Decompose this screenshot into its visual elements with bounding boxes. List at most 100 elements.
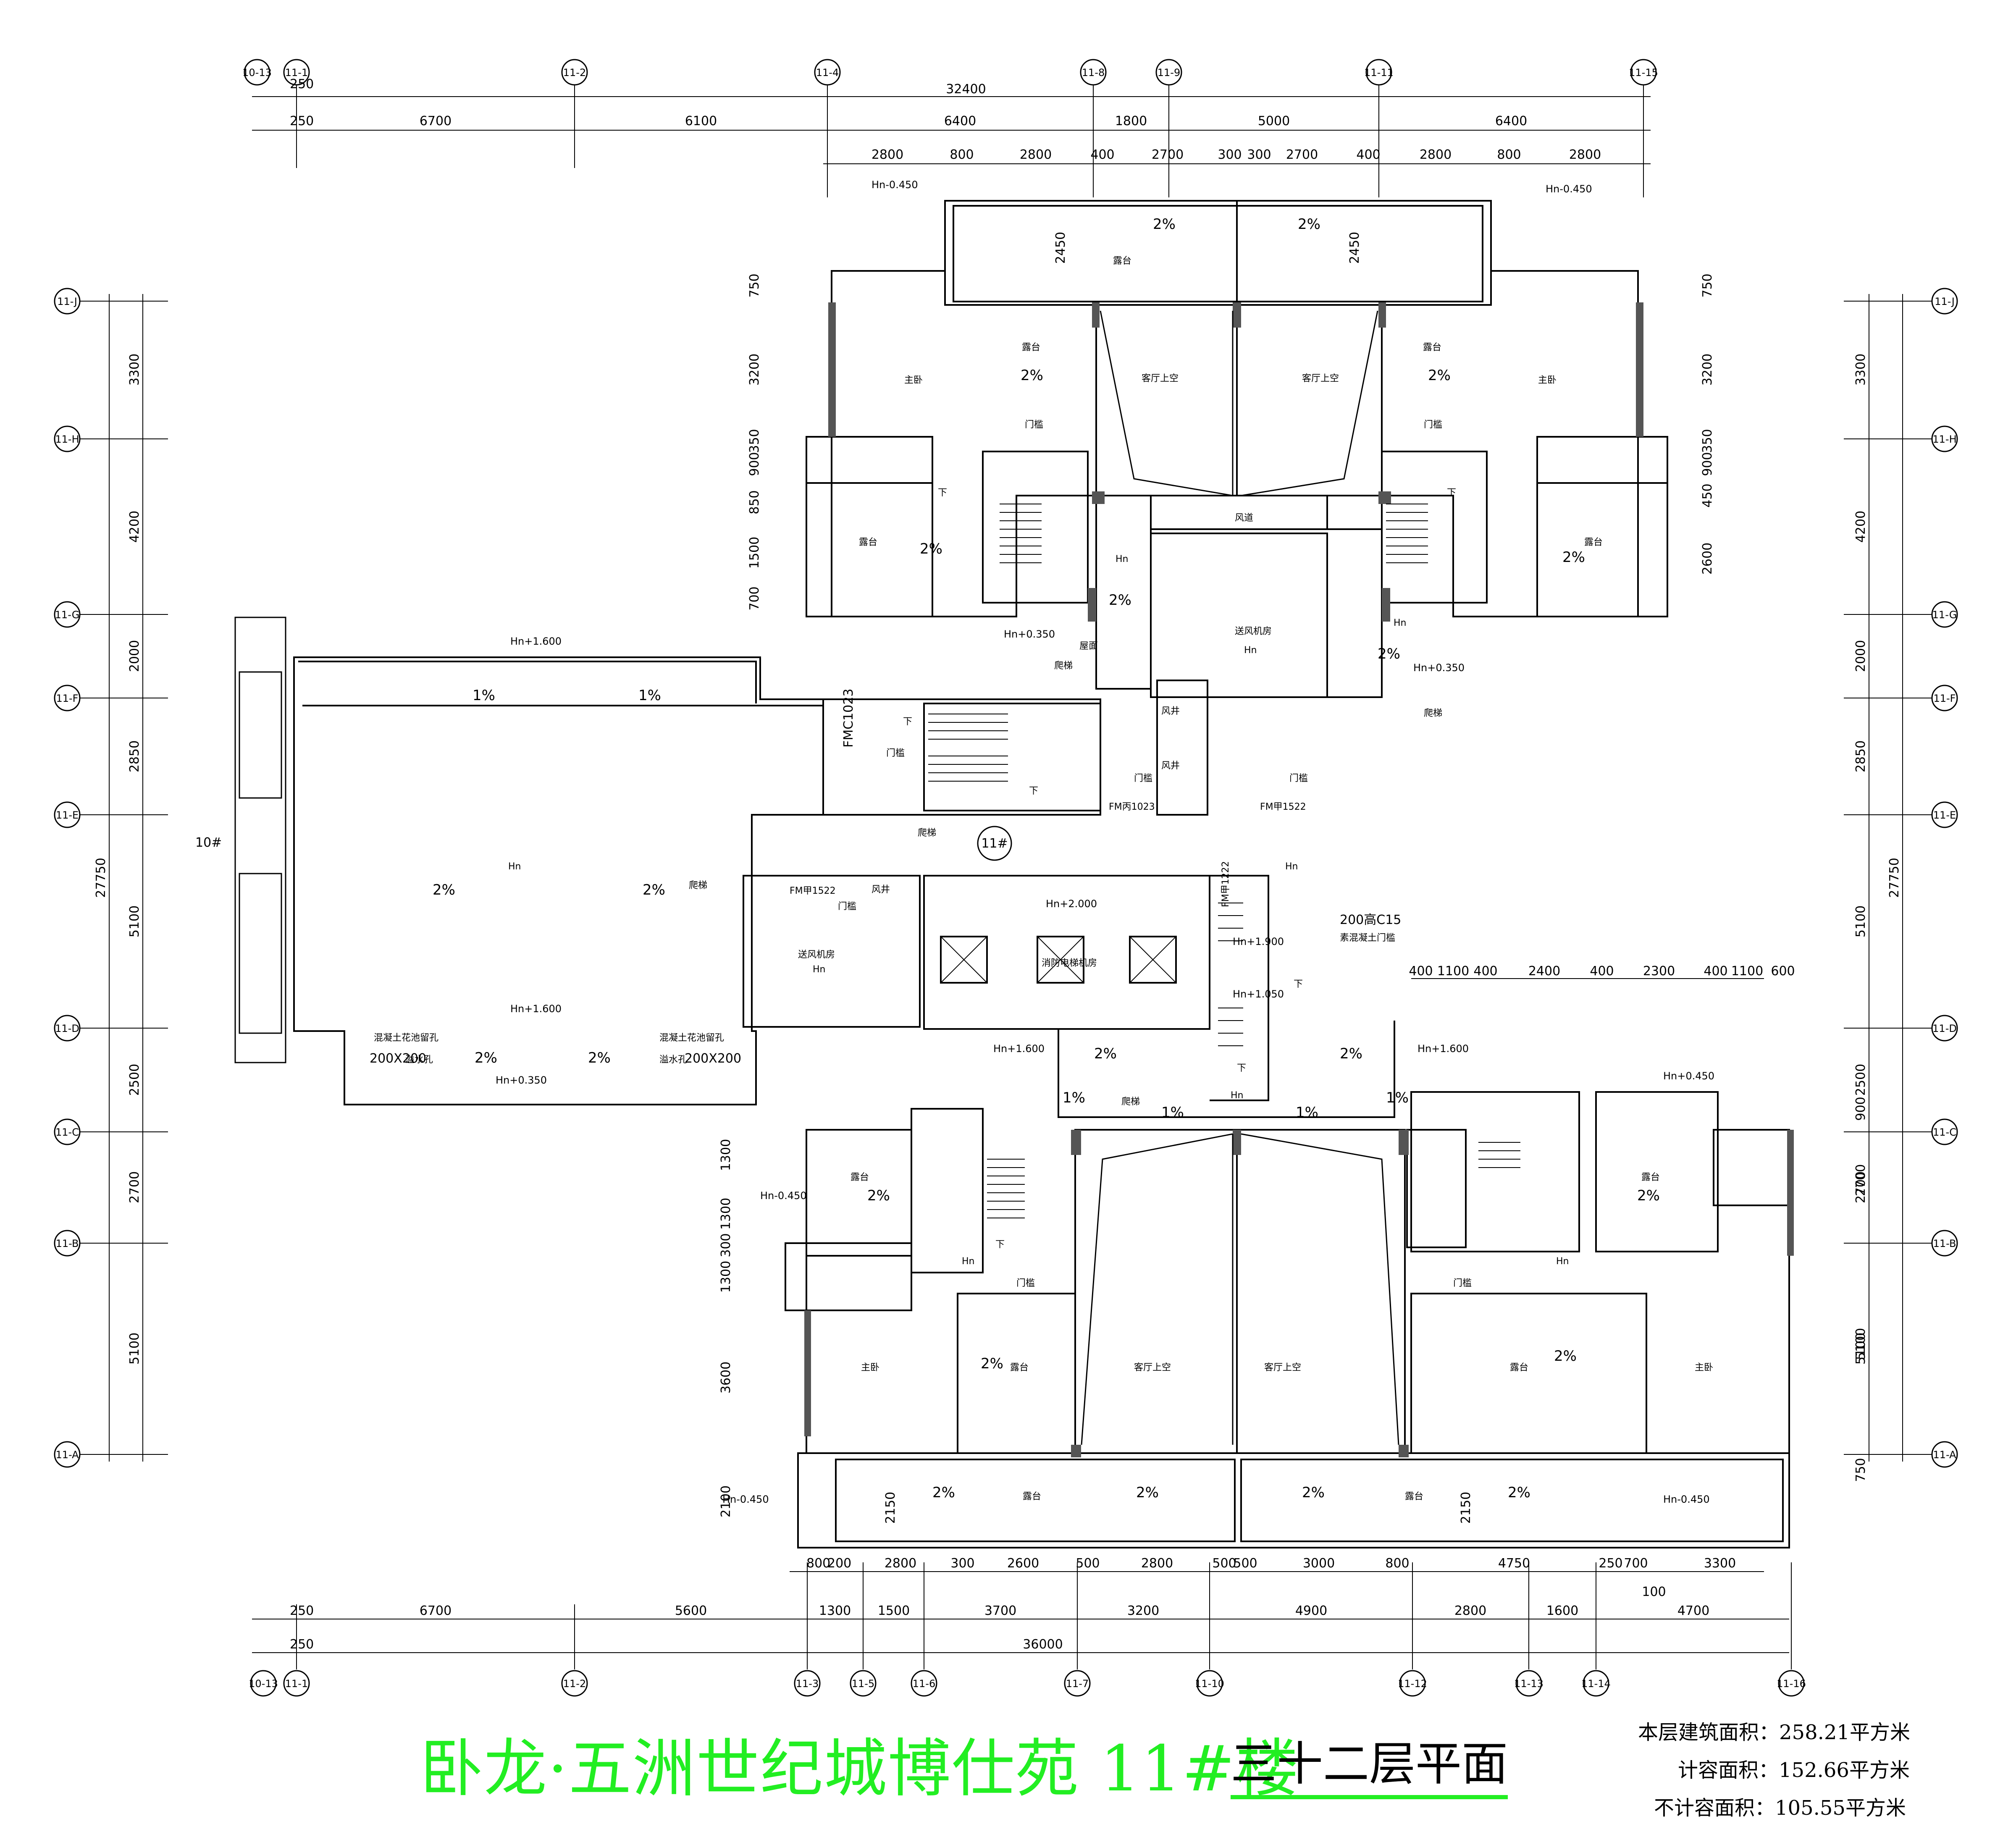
- svg-text:100: 100: [1642, 1585, 1666, 1599]
- svg-text:Hn-0.450: Hn-0.450: [872, 179, 918, 191]
- svg-text:750: 750: [747, 273, 762, 297]
- svg-text:2%: 2%: [1378, 646, 1400, 662]
- lower-columns: [804, 1130, 1794, 1457]
- axis-bubble-left-f: 11-F: [54, 685, 81, 711]
- svg-text:850: 850: [747, 490, 762, 514]
- axis-bubble-top-114: 11-4: [814, 59, 841, 86]
- svg-text:客厅上空: 客厅上空: [1264, 1362, 1301, 1373]
- svg-text:露台: 露台: [1022, 342, 1040, 353]
- svg-text:2800: 2800: [885, 1556, 916, 1571]
- svg-text:11-2: 11-2: [563, 1678, 586, 1690]
- svg-text:11-1: 11-1: [285, 67, 308, 79]
- svg-text:6400: 6400: [1495, 114, 1527, 129]
- svg-text:200X200: 200X200: [370, 1051, 426, 1066]
- svg-text:露台: 露台: [1510, 1362, 1528, 1373]
- svg-text:2850: 2850: [1853, 740, 1868, 772]
- axis-bubble-bottom-1110: 11-10: [1195, 1670, 1224, 1697]
- svg-text:爬梯: 爬梯: [1121, 1097, 1140, 1107]
- core-stairs: [928, 714, 1243, 1046]
- svg-text:Hn+0.450: Hn+0.450: [1663, 1070, 1714, 1082]
- svg-text:4900: 4900: [1295, 1604, 1327, 1618]
- axis-bubble-top-1013: 10-13: [242, 59, 272, 86]
- svg-text:6400: 6400: [944, 114, 976, 129]
- svg-text:2800: 2800: [1141, 1556, 1173, 1571]
- svg-text:溢水孔: 溢水孔: [405, 1055, 433, 1065]
- svg-text:11-14: 11-14: [1581, 1678, 1611, 1690]
- svg-text:FM丙1023: FM丙1023: [1109, 802, 1155, 812]
- svg-text:2%: 2%: [1637, 1187, 1660, 1204]
- svg-text:450: 450: [1700, 483, 1715, 507]
- svg-text:FMC1023: FMC1023: [841, 689, 856, 748]
- axis-bubble-bottom-1114: 11-14: [1581, 1670, 1611, 1697]
- svg-text:下: 下: [938, 488, 947, 498]
- svg-text:门槛: 门槛: [1016, 1278, 1035, 1289]
- svg-text:消防电梯机房: 消防电梯机房: [1042, 958, 1097, 968]
- axis-bubble-right-g: 11-G: [1931, 601, 1958, 628]
- svg-text:750: 750: [1853, 1458, 1868, 1482]
- svg-text:2%: 2%: [588, 1050, 611, 1066]
- svg-text:350: 350: [1700, 429, 1715, 453]
- svg-text:200X200: 200X200: [685, 1051, 741, 1066]
- svg-text:10#: 10#: [195, 835, 222, 850]
- svg-text:3600: 3600: [719, 1362, 733, 1394]
- svg-text:400: 400: [1409, 964, 1433, 979]
- axis-bubble-top-118: 11-8: [1080, 59, 1107, 86]
- svg-text:Hn: Hn: [962, 1256, 975, 1267]
- svg-text:露台: 露台: [1023, 1491, 1041, 1502]
- svg-text:2%: 2%: [1153, 216, 1176, 233]
- svg-text:2%: 2%: [920, 541, 942, 557]
- svg-text:250: 250: [290, 114, 314, 129]
- svg-text:5100: 5100: [1853, 1328, 1868, 1360]
- axis-bubble-bottom-116: 11-6: [911, 1670, 937, 1697]
- left-roof-labels: 10# 1% 1% 2% 2% 2% 2% Hn 爬梯 Hn+1.600 Hn+…: [195, 635, 741, 1086]
- svg-text:700: 700: [747, 586, 762, 610]
- svg-text:门槛: 门槛: [886, 748, 905, 758]
- central-core: [743, 680, 1395, 1118]
- svg-text:900: 900: [1853, 1097, 1868, 1121]
- svg-text:Hn+1.050: Hn+1.050: [1233, 988, 1284, 1000]
- svg-text:6700: 6700: [420, 1604, 452, 1618]
- svg-text:300: 300: [1218, 147, 1242, 162]
- lower-stairs: [987, 1142, 1520, 1218]
- axis-bubble-bottom-1013: 10-13: [249, 1670, 278, 1697]
- svg-text:300: 300: [950, 1556, 974, 1571]
- svg-text:4200: 4200: [1853, 511, 1868, 543]
- svg-text:露台: 露台: [1423, 342, 1441, 353]
- svg-text:11-6: 11-6: [913, 1678, 935, 1690]
- svg-text:2600: 2600: [1007, 1556, 1039, 1571]
- svg-text:2800: 2800: [1569, 147, 1601, 162]
- svg-text:11-1: 11-1: [285, 1678, 308, 1690]
- living-void-lines: [1100, 310, 1378, 496]
- svg-text:风井: 风井: [1161, 706, 1180, 716]
- svg-text:露台: 露台: [1010, 1362, 1029, 1373]
- svg-text:露台: 露台: [1405, 1491, 1423, 1502]
- svg-text:250: 250: [290, 1637, 314, 1652]
- svg-text:2400: 2400: [1528, 964, 1560, 979]
- axis-bubble-left-h: 11-H: [54, 425, 81, 452]
- axis-bubble-right-b: 11-B: [1931, 1230, 1958, 1257]
- svg-text:200: 200: [827, 1556, 851, 1571]
- svg-text:2000: 2000: [1853, 640, 1868, 672]
- axis-bubble-right-d: 11-D: [1931, 1015, 1958, 1042]
- axis-bubble-bottom-1113: 11-13: [1514, 1670, 1544, 1697]
- axis-bubble-left-c: 11-C: [54, 1118, 81, 1145]
- svg-text:11-A: 11-A: [1933, 1449, 1956, 1461]
- svg-text:11-9: 11-9: [1158, 67, 1180, 79]
- svg-text:FM甲1222: FM甲1222: [1221, 861, 1231, 907]
- svg-text:3000: 3000: [1303, 1556, 1335, 1571]
- svg-text:2700: 2700: [1853, 1164, 1868, 1196]
- svg-text:下: 下: [1237, 1063, 1246, 1073]
- left-roof-area: [293, 656, 824, 1105]
- axis-bubble-top-1115: 11-15: [1629, 59, 1658, 86]
- svg-text:500: 500: [1212, 1556, 1236, 1571]
- svg-text:11-10: 11-10: [1195, 1678, 1224, 1690]
- svg-text:Hn+1.600: Hn+1.600: [510, 1003, 562, 1015]
- counted-area: 计容面积：152.66平方米: [1678, 1758, 1910, 1782]
- svg-text:1%: 1%: [1296, 1104, 1318, 1121]
- svg-text:门槛: 门槛: [1453, 1278, 1472, 1289]
- svg-text:门槛: 门槛: [1025, 420, 1043, 430]
- svg-text:11-D: 11-D: [55, 1023, 79, 1034]
- axis-bubble-left-d: 11-D: [54, 1015, 81, 1042]
- svg-text:5000: 5000: [1258, 114, 1290, 129]
- building-area: 本层建筑面积：258.21平方米: [1638, 1721, 1910, 1744]
